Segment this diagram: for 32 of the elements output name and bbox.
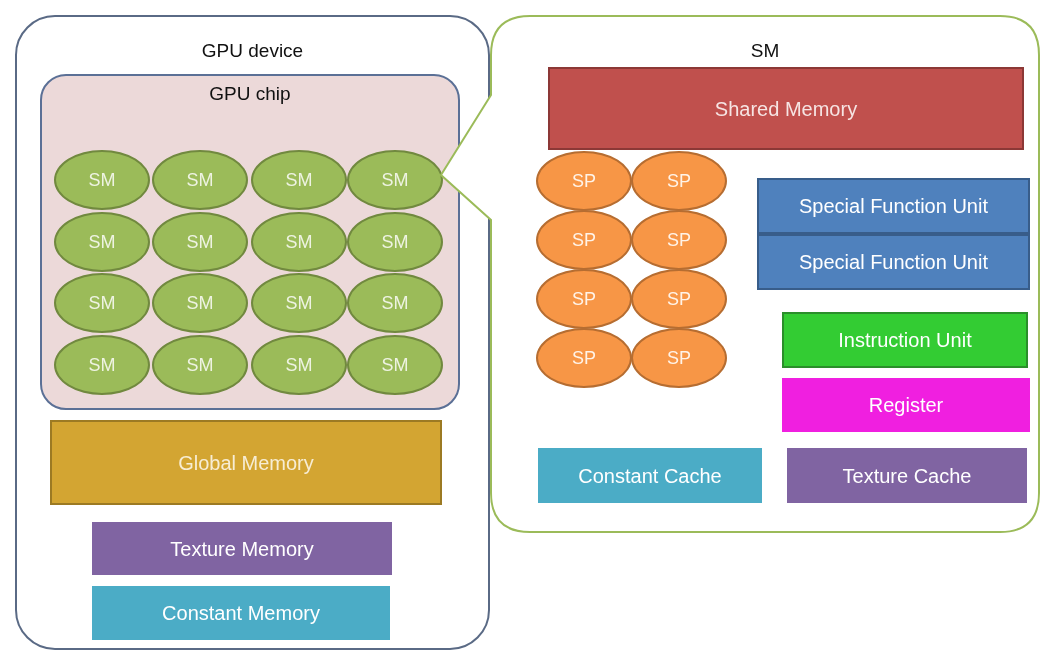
unit-block: Instruction Unit: [782, 312, 1028, 368]
sm-ellipse: SM: [152, 150, 248, 210]
sm-ellipse: SM: [152, 335, 248, 395]
memory-block: Constant Memory: [92, 586, 390, 640]
memory-block: Global Memory: [50, 420, 442, 505]
memory-block: Shared Memory: [548, 67, 1024, 150]
callout-bubble: [440, 15, 1040, 533]
cache-block: Texture Cache: [787, 448, 1027, 503]
sm-ellipse: SM: [251, 150, 347, 210]
memory-block: Texture Memory: [92, 522, 392, 575]
sm-ellipse: SM: [347, 273, 443, 333]
device-panel: [15, 15, 490, 650]
sm-ellipse: SM: [152, 273, 248, 333]
unit-block: Special Function Unit: [757, 234, 1030, 290]
sm-ellipse: SM: [347, 212, 443, 272]
sm-ellipse: SM: [347, 335, 443, 395]
panel-title: GPU device: [200, 39, 305, 63]
sm-ellipse: SM: [54, 335, 150, 395]
chip-panel: [40, 74, 460, 410]
unit-block: Special Function Unit: [757, 178, 1030, 234]
sm-ellipse: SM: [54, 150, 150, 210]
panel-title: GPU chip: [208, 82, 292, 106]
sm-ellipse: SM: [347, 150, 443, 210]
sm-ellipse: SM: [54, 273, 150, 333]
sm-ellipse: SM: [152, 212, 248, 272]
unit-block: Register: [782, 378, 1030, 432]
sm-ellipse: SM: [54, 212, 150, 272]
cache-block: Constant Cache: [538, 448, 762, 503]
sm-ellipse: SM: [251, 335, 347, 395]
sm-ellipse: SM: [251, 273, 347, 333]
sm-ellipse: SM: [251, 212, 347, 272]
panel-title: SM: [749, 39, 781, 63]
